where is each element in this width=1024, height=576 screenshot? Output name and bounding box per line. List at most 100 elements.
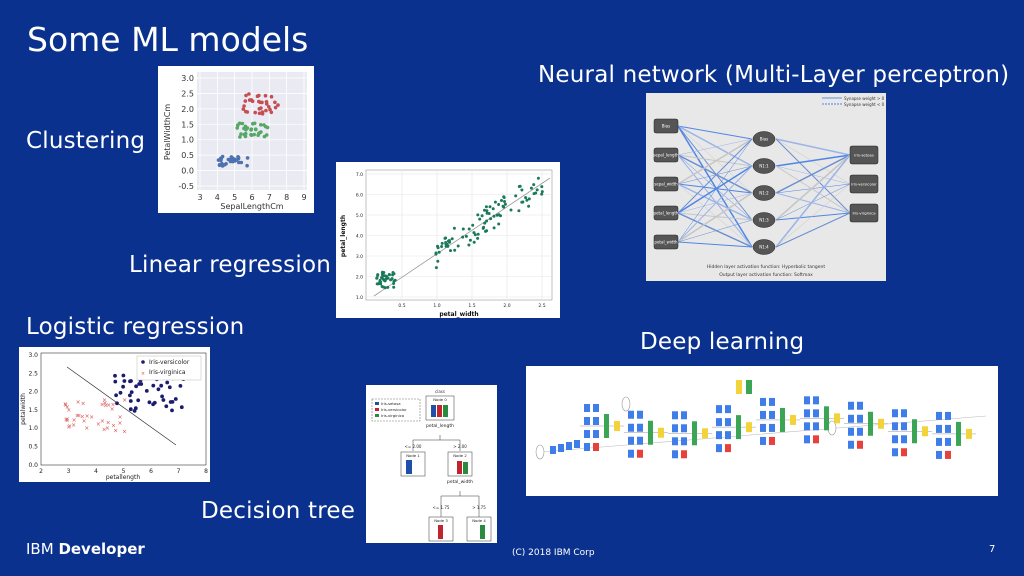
logistic-point: × xyxy=(103,403,108,410)
logistic-point: × xyxy=(64,416,69,423)
dl-pool-block xyxy=(736,380,742,394)
logistic-point: × xyxy=(66,424,71,431)
cluster-point xyxy=(226,157,231,162)
dl-pool-block xyxy=(790,414,796,425)
tree-legend-3: Iris-virginica xyxy=(381,413,404,418)
dl-layer-block xyxy=(848,401,854,410)
logistic-xtick: 7 xyxy=(177,468,181,475)
logistic-legend-1: Iris-versicolor xyxy=(149,359,190,366)
svg-text:Bias: Bias xyxy=(760,137,768,142)
label-neural-network: Neural network (Multi-Layer perceptron) xyxy=(538,62,1010,88)
dl-layer-block xyxy=(804,409,810,418)
dl-pool-block xyxy=(922,426,928,437)
cluster-point xyxy=(269,110,274,115)
logistic-point: × xyxy=(111,423,116,430)
logistic-point xyxy=(129,390,134,394)
dl-layer-block xyxy=(892,409,898,418)
nn-output-node xyxy=(849,174,879,194)
logistic-point xyxy=(137,382,142,386)
label-clustering: Clustering xyxy=(26,128,146,154)
linear-point xyxy=(476,232,480,236)
tree-root: Node 0 xyxy=(433,397,447,402)
linear-ytick: 7.0 xyxy=(356,172,363,178)
dl-pool-block xyxy=(614,421,620,431)
dl-layer-block xyxy=(716,405,722,414)
linear-point xyxy=(520,200,524,204)
dl-layer-block xyxy=(813,396,819,405)
dl-concat-block xyxy=(824,406,829,431)
clustering-ytick: 3.0 xyxy=(181,74,194,83)
logistic-point: × xyxy=(63,402,68,409)
logistic-point xyxy=(136,398,141,403)
linear-ytick: 2.0 xyxy=(356,275,363,281)
linear-point xyxy=(536,176,540,180)
logistic-point: × xyxy=(100,402,105,409)
dl-layer-block xyxy=(848,427,854,436)
linear-point xyxy=(461,227,465,231)
dl-layer-block xyxy=(584,404,590,412)
logistic-point xyxy=(133,406,138,411)
dl-concat-block xyxy=(736,415,741,440)
logistic-point: × xyxy=(66,407,71,414)
dl-aux-node xyxy=(621,396,631,412)
cluster-point xyxy=(240,121,245,126)
logistic-point: × xyxy=(75,413,80,420)
linear-point xyxy=(467,227,471,231)
dl-layer-block xyxy=(593,417,599,425)
linear-point xyxy=(503,200,506,203)
cluster-point xyxy=(245,156,250,160)
dl-layer-block xyxy=(681,424,687,433)
logistic-point xyxy=(128,407,133,412)
linear-xlabel: petal_width xyxy=(439,311,478,318)
cluster-point xyxy=(243,99,248,103)
dl-concat-block xyxy=(868,411,873,436)
linear-point xyxy=(467,243,471,247)
dl-layer-block xyxy=(936,424,942,433)
dl-layer-block xyxy=(716,431,722,440)
nn-footer-2: Output layer activation function: Softma… xyxy=(719,272,813,278)
cluster-point xyxy=(257,99,261,104)
logistic-point xyxy=(160,394,165,399)
cluster-point xyxy=(239,160,244,165)
dl-layer-block xyxy=(936,411,942,420)
linear-point xyxy=(485,211,489,215)
linear-point xyxy=(518,184,522,188)
dl-layer-block xyxy=(584,430,590,438)
linear-point xyxy=(472,240,476,244)
logistic-point xyxy=(113,379,118,384)
tree-legend-1: Iris-setosa xyxy=(381,401,401,406)
linear-point xyxy=(434,266,438,270)
logistic-point: × xyxy=(102,426,107,433)
clustering-ytick: 0.5 xyxy=(181,151,194,160)
logistic-point: × xyxy=(113,428,118,435)
svg-text:petal_length: petal_length xyxy=(654,211,679,216)
tree-node-4: Node 4 xyxy=(472,518,486,523)
cluster-point xyxy=(249,127,254,131)
clustering-xtick: 3 xyxy=(197,193,202,202)
linear-point xyxy=(540,185,544,189)
dl-layer-block xyxy=(857,440,863,449)
dl-layer-block xyxy=(637,449,643,458)
dl-layer-block xyxy=(857,427,863,436)
svg-text:N1:4: N1:4 xyxy=(759,245,769,250)
dl-layer-block xyxy=(593,404,599,412)
linear-point xyxy=(446,239,450,243)
tree-split-1: petal_length xyxy=(426,423,454,429)
slide-title: Some ML models xyxy=(27,20,309,59)
nn-input-node xyxy=(653,176,679,192)
nn-legend-1: Synapse weight > 0 xyxy=(844,96,885,101)
cluster-point xyxy=(262,123,266,127)
logistic-point xyxy=(118,390,123,395)
cluster-point xyxy=(219,156,224,160)
dl-input-node xyxy=(535,444,545,460)
dl-layer-block xyxy=(574,440,580,448)
linear-point xyxy=(476,213,480,217)
logistic-ytick: 0.0 xyxy=(28,462,38,469)
cluster-point xyxy=(234,158,239,162)
linear-point xyxy=(517,209,521,213)
dl-pool-block xyxy=(746,422,752,433)
logistic-point: × xyxy=(67,423,72,430)
linear-point xyxy=(386,285,390,289)
logistic-point xyxy=(170,408,174,413)
